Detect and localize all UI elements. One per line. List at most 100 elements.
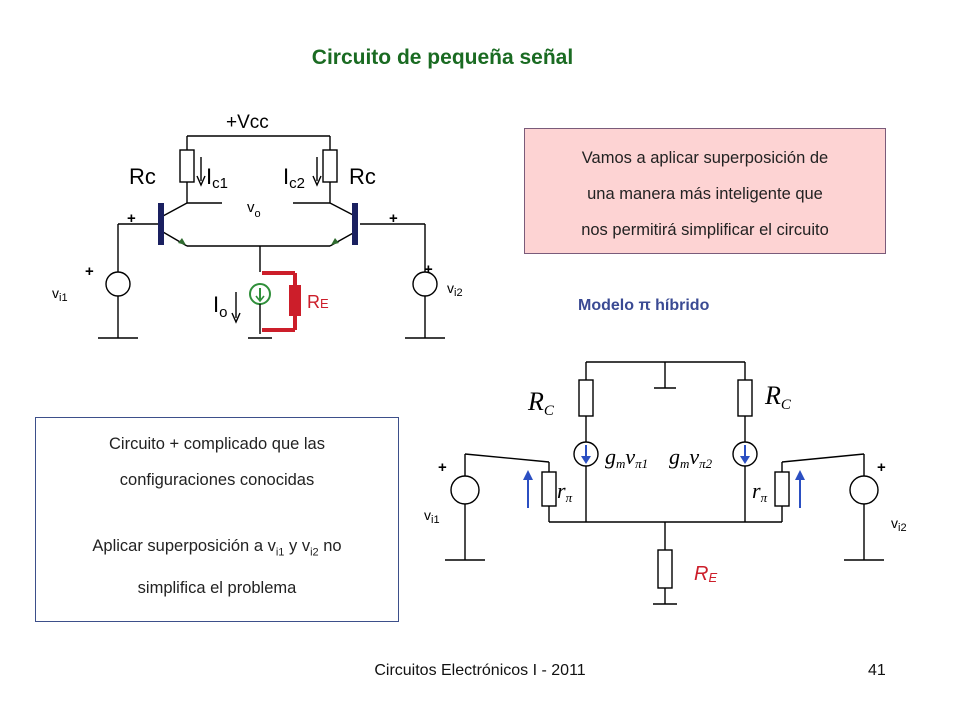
plus-src-right: + (424, 261, 433, 278)
rpi-sub: π (566, 490, 573, 505)
rc-right-model-label: RC (764, 381, 792, 413)
io-label: Io (213, 292, 227, 321)
vi1-main: v (52, 285, 59, 301)
slide-footer: Circuitos Electrónicos I - 2011 (374, 662, 586, 679)
plus-base-left: + (127, 210, 136, 227)
vi1-label: vi1 (52, 285, 68, 304)
note-line: configuraciones conocidas (119, 471, 315, 489)
info-line: Vamos a aplicar superposición de (581, 149, 829, 167)
emitter-arrow-left (178, 238, 186, 245)
info-line: una manera más inteligente que (587, 185, 823, 203)
vcc-label: +Vcc (226, 112, 269, 133)
note-line: simplifica el problema (137, 579, 297, 598)
rpi-sub: π (761, 490, 768, 505)
page-number: 41 (868, 662, 886, 679)
re-branch (262, 271, 297, 332)
gm-arrow-left (581, 456, 591, 464)
re-main: R (694, 563, 708, 585)
re-model-label: RE (694, 563, 717, 585)
rc-right-model-resistor (737, 379, 753, 417)
info-box: Vamos a aplicar superposición de una man… (524, 128, 886, 254)
re-main: R (307, 292, 320, 312)
ic1-sub: c1 (212, 175, 228, 192)
gm-vpi2-label: gmvπ2 (669, 444, 713, 471)
vpi-arrow-right (795, 470, 805, 480)
vi2-main: v (891, 515, 898, 531)
diff-pair-circuit (98, 135, 445, 339)
rc-left-label: Rc (129, 164, 156, 189)
rpi-left-resistor (541, 471, 557, 507)
plus-model-left: + (438, 459, 447, 476)
re-resistor (289, 285, 301, 316)
re-sub: E (320, 296, 329, 311)
note-text: y v (284, 537, 311, 555)
rc-main: R (527, 387, 544, 416)
vi1-main: v (424, 507, 431, 523)
ic1-arrow (196, 175, 206, 187)
vi2-model-source (849, 475, 879, 505)
vi2-model-label: vi2 (891, 515, 907, 534)
ic2-main: I (283, 164, 289, 189)
vi1-model-label: vi1 (424, 507, 440, 526)
vpi1-sub: π1 (635, 456, 648, 471)
model-label: Modelo π híbrido (578, 297, 710, 314)
gm-sub: m (616, 456, 625, 471)
vi1-model-source (450, 475, 480, 505)
ic2-sub: c2 (289, 175, 305, 192)
note-sub: i1 (275, 546, 285, 559)
rpi-left-label: rπ (557, 478, 573, 505)
vi1-sub: i1 (59, 292, 68, 304)
re-model-resistor (657, 549, 673, 589)
note-line: Circuito + complicado que las (109, 435, 325, 453)
transistor-q2-base (352, 203, 358, 245)
rc-sub: C (781, 397, 792, 413)
hybrid-pi-circuit (445, 361, 884, 605)
note-sub: i2 (310, 546, 319, 559)
emitter-arrow-right (331, 238, 339, 245)
note-line: Aplicar superposición a vi1 y vi2 no (36, 528, 398, 570)
io-sub: o (219, 304, 227, 321)
gm-arrow-right (740, 456, 750, 464)
vpi2-sub: π2 (699, 456, 713, 471)
plus-src-left: + (85, 263, 94, 280)
ic2-arrow (312, 175, 322, 187)
ic1-label: Ic1 (206, 164, 228, 192)
re-label: RE (307, 292, 329, 312)
plus-base-right: + (389, 210, 398, 227)
vo-sub: o (255, 208, 261, 220)
r-main: r (752, 478, 761, 503)
rc-right-label: Rc (349, 164, 376, 189)
slide-title: Circuito de pequeña señal (311, 46, 574, 69)
rc-left-resistor (179, 149, 195, 183)
rc-main: R (764, 381, 781, 410)
transistor-q1-base (158, 203, 164, 245)
vi2-sub: i2 (898, 522, 907, 534)
vo-main: v (247, 199, 255, 216)
vi2-main: v (447, 280, 454, 296)
vi2-sub: i2 (454, 287, 463, 299)
re-sub: E (708, 570, 717, 585)
rpi-right-label: rπ (752, 478, 768, 505)
rc-sub: C (544, 403, 555, 419)
v-main: v (689, 444, 699, 469)
vi1-sub: i1 (431, 514, 440, 526)
notes-box: Circuito + complicado que las configurac… (35, 417, 399, 622)
io-arrow (231, 312, 241, 324)
gm-main: g (605, 444, 616, 469)
gm-vpi1-label: gmvπ1 (605, 444, 648, 471)
vo-label: vo (247, 199, 261, 220)
v-main: v (625, 444, 635, 469)
plus-model-right: + (877, 459, 886, 476)
ic1-main: I (206, 164, 212, 189)
vpi-arrow-left (523, 470, 533, 480)
info-line: nos permitirá simplificar el circuito (581, 221, 829, 239)
rc-right-resistor (322, 149, 338, 183)
r-main: r (557, 478, 566, 503)
rc-left-model-resistor (578, 379, 594, 417)
rpi-right-resistor (774, 471, 790, 507)
note-text: no (318, 537, 342, 555)
ic2-label: Ic2 (283, 164, 305, 192)
gm-main: g (669, 444, 680, 469)
io-main: I (213, 292, 219, 317)
